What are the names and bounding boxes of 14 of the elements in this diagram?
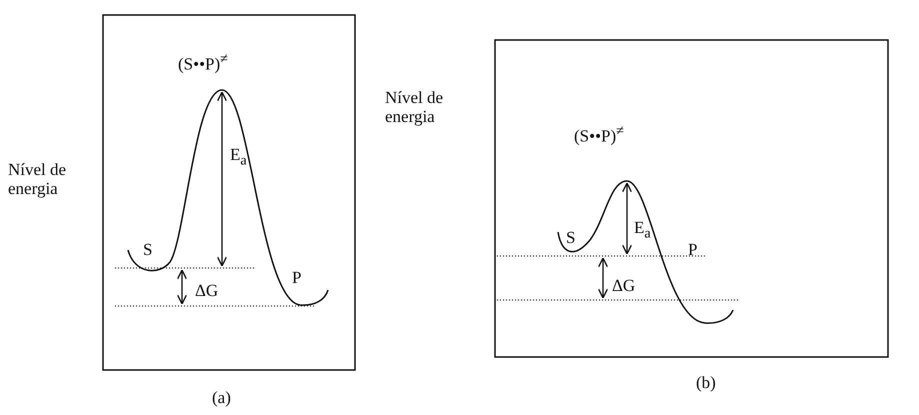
- measure-label: ΔG: [195, 281, 218, 300]
- state-label: S: [566, 228, 576, 247]
- measure-label: ΔG: [612, 276, 636, 295]
- state-label: S: [143, 240, 152, 259]
- axis-label: Nível de energia: [385, 88, 444, 126]
- axis-label: Nível de energia: [8, 160, 68, 198]
- state-label: P: [292, 268, 302, 287]
- measure-label: E$_{a}$: [230, 145, 247, 170]
- state-label: (S••P)$^{≠}$: [574, 122, 624, 146]
- state-label: P: [688, 240, 698, 259]
- state-label: (S••P)$^{≠}$: [178, 50, 228, 74]
- panel-label: (b): [696, 373, 716, 392]
- measure-label: E$_{a}$: [634, 218, 651, 244]
- panel-label: (a): [212, 388, 231, 407]
